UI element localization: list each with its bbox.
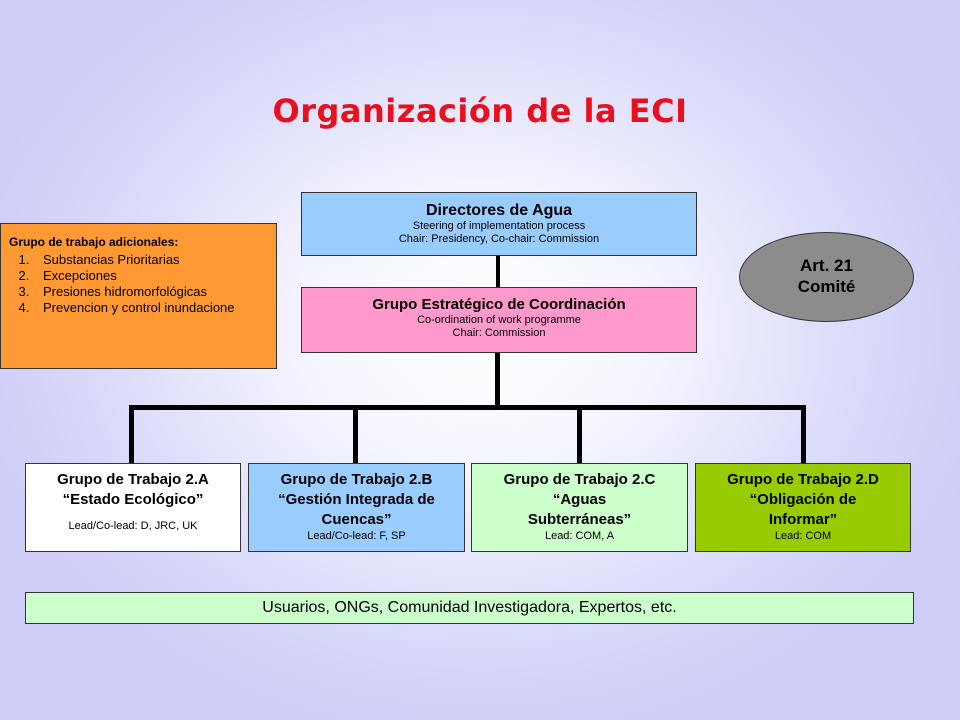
- coordinacion-line2: Chair: Commission: [452, 327, 546, 339]
- wg-lead: Lead: COM: [774, 530, 832, 542]
- wg-lead: Lead: COM, A: [544, 530, 615, 542]
- list-item: Excepciones: [33, 268, 270, 284]
- usuarios-box: Usuarios, ONGs, Comunidad Investigadora,…: [25, 592, 914, 624]
- wg-subtitle: “Estado Ecológico”: [62, 491, 204, 508]
- coordinacion-name: Grupo Estratégico de Coordinación: [372, 296, 626, 313]
- adicionales-list: Substancias Prioritarias Excepciones Pre…: [9, 252, 270, 316]
- adicionales-box: Grupo de trabajo adicionales: Substancia…: [0, 223, 277, 369]
- wg-name: Grupo de Trabajo 2.C: [503, 471, 656, 488]
- directores-line2: Chair: Presidency, Co-chair: Commission: [398, 233, 600, 245]
- wg-lead: Lead/Co-lead: F, SP: [307, 530, 406, 542]
- art21-comite-ellipse: Art. 21 Comité: [739, 232, 914, 322]
- page-title: Organización de la ECI: [272, 92, 688, 130]
- wg-subtitle: “Obligación de Informar”: [749, 491, 857, 528]
- adicionales-heading: Grupo de trabajo adicionales:: [9, 235, 179, 249]
- working-group-2d: Grupo de Trabajo 2.D “Obligación de Info…: [695, 463, 911, 552]
- wg-name: Grupo de Trabajo 2.A: [57, 471, 209, 488]
- connector-wg-b: [353, 405, 358, 463]
- art21-line2: Comité: [797, 277, 856, 296]
- connector-horizontal-bus: [129, 405, 806, 410]
- connector-wg-d: [801, 405, 806, 463]
- coordinacion-line1: Co-ordination of work programme: [417, 314, 581, 326]
- wg-name: Grupo de Trabajo 2.B: [280, 471, 433, 488]
- list-item: Prevencion y control inundacione: [33, 300, 270, 316]
- connector-directores-coordinacion: [496, 256, 500, 287]
- directores-box: Directores de Agua Steering of implement…: [301, 192, 697, 256]
- directores-name: Directores de Agua: [425, 202, 573, 219]
- wg-subtitle: “Aguas Subterráneas”: [527, 491, 632, 528]
- connector-wg-a: [129, 405, 134, 463]
- working-group-2b: Grupo de Trabajo 2.B “Gestión Integrada …: [248, 463, 465, 552]
- list-item: Presiones hidromorfológicas: [33, 284, 270, 300]
- list-item: Substancias Prioritarias: [33, 252, 270, 268]
- directores-line1: Steering of implementation process: [412, 220, 586, 232]
- art21-line1: Art. 21: [800, 256, 853, 275]
- wg-name: Grupo de Trabajo 2.D: [727, 471, 879, 488]
- wg-subtitle: “Gestión Integrada de Cuencas”: [278, 491, 435, 528]
- coordinacion-box: Grupo Estratégico de Coordinación Co-ord…: [301, 287, 697, 353]
- wg-lead: Lead/Co-lead: D, JRC, UK: [68, 520, 198, 532]
- working-group-2a: Grupo de Trabajo 2.A “Estado Ecológico” …: [25, 463, 241, 552]
- connector-wg-c: [577, 405, 582, 463]
- working-group-2c: Grupo de Trabajo 2.C “Aguas Subterráneas…: [471, 463, 688, 552]
- connector-coordinacion-bus: [495, 353, 500, 407]
